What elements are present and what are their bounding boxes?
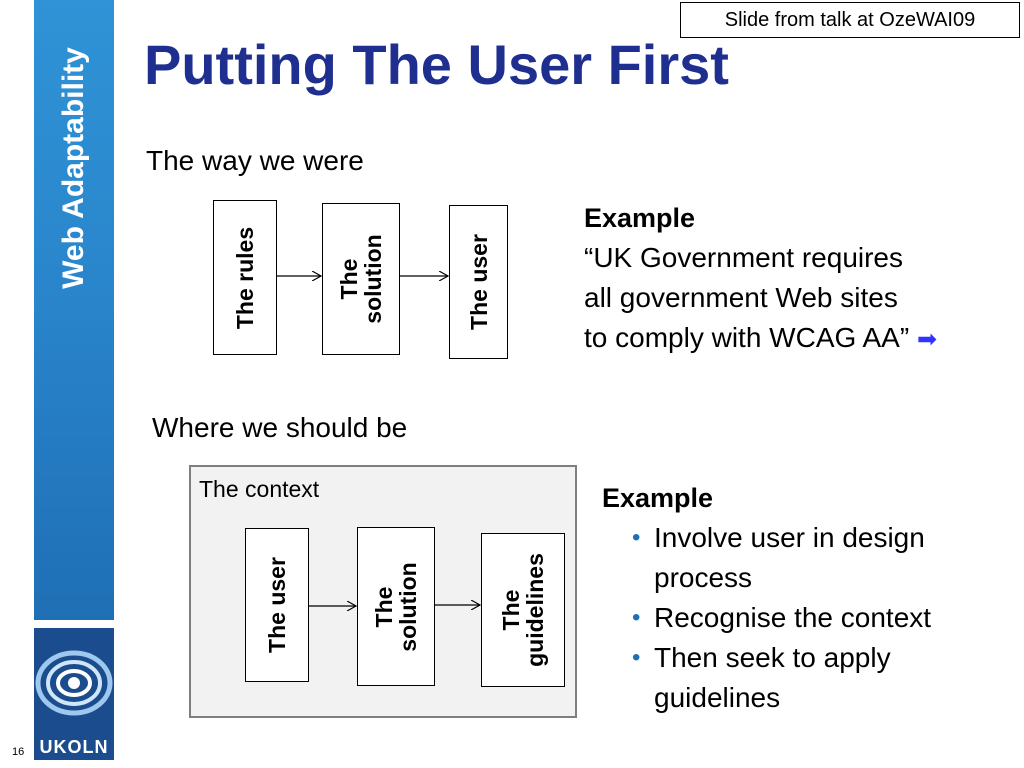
flow-1-box-user: The user xyxy=(449,205,508,359)
eye-logo-icon xyxy=(35,650,113,716)
ukoln-logo: UKOLN xyxy=(34,628,114,760)
source-note: Slide from talk at OzeWAI09 xyxy=(680,2,1020,38)
page-title: Putting The User First xyxy=(144,33,729,96)
page-number: 16 xyxy=(12,746,25,758)
example-1-line: all government Web sites xyxy=(584,282,898,313)
section-1-heading: The way we were xyxy=(146,145,364,176)
bullet-item: Recognise the context xyxy=(632,598,931,638)
bullet-item: Involve user in design process xyxy=(632,518,931,598)
flow-2-box-user: The user xyxy=(245,528,309,682)
sidebar-bar xyxy=(34,0,114,620)
context-label: The context xyxy=(199,476,320,502)
flow-1-box-rules: The rules xyxy=(213,200,277,355)
flow-1-box-solution: The solution xyxy=(322,203,400,355)
example-1-line: to comply with WCAG AA” ➡ xyxy=(584,322,938,353)
example-2: Example Involve user in design process R… xyxy=(602,478,931,718)
example-2-heading: Example xyxy=(602,483,714,513)
bullet-item: Then seek to apply guidelines xyxy=(632,638,931,718)
example-2-bullets: Involve user in design process Recognise… xyxy=(632,518,931,718)
flow-2-box-guidelines: The guidelines xyxy=(481,533,565,687)
example-1-heading: Example xyxy=(584,203,696,233)
example-1: Example “UK Government requires all gove… xyxy=(584,198,937,360)
logo-text: UKOLN xyxy=(39,737,109,757)
section-2-heading: Where we should be xyxy=(152,412,408,443)
example-1-line: “UK Government requires xyxy=(584,242,904,273)
flow-2-box-solution: The solution xyxy=(357,527,435,686)
right-arrow-icon: ➡ xyxy=(916,326,938,353)
